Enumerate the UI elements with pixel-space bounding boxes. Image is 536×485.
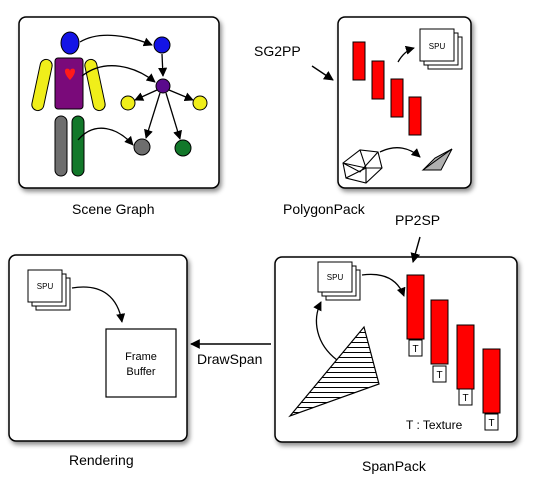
arm-node-right bbox=[192, 95, 208, 111]
mapping-arrow bbox=[313, 301, 338, 361]
sg2pp-label: SG2PP bbox=[252, 43, 303, 59]
leg-node-left bbox=[133, 138, 151, 156]
human-figure bbox=[31, 31, 106, 177]
body-node bbox=[155, 78, 171, 94]
mapping-arrow bbox=[71, 286, 126, 323]
head-node bbox=[60, 31, 80, 55]
right-leg-node bbox=[71, 115, 85, 177]
mapping-arrow bbox=[79, 34, 153, 47]
polygon-block bbox=[408, 96, 422, 136]
tree-edge bbox=[165, 92, 182, 140]
polygon-block bbox=[371, 60, 385, 100]
polygon-pack-caption: PolygonPack bbox=[283, 201, 365, 217]
mapping-arrow bbox=[361, 273, 406, 297]
drawspan-label: DrawSpan bbox=[195, 351, 265, 367]
mapping-arrow bbox=[81, 65, 156, 83]
right-arm-node bbox=[84, 58, 106, 112]
texture-marker: T bbox=[488, 418, 494, 429]
polygon-block bbox=[390, 78, 404, 118]
spu-stack bbox=[419, 28, 463, 70]
rendering-caption: Rendering bbox=[69, 452, 134, 468]
hatched-triangle bbox=[288, 325, 380, 418]
texture-marker: T bbox=[412, 344, 418, 355]
sg2pp-arrow bbox=[311, 65, 334, 81]
spu-stack bbox=[317, 261, 361, 301]
scene-graph-panel bbox=[18, 16, 220, 189]
root-node bbox=[153, 36, 171, 54]
texture-marker: T bbox=[436, 370, 442, 381]
tree-edge bbox=[144, 92, 161, 139]
tree-edge bbox=[158, 53, 168, 77]
leg-node-right bbox=[174, 139, 192, 157]
texture-marker: T bbox=[462, 393, 468, 404]
mapping-arrow bbox=[379, 147, 421, 158]
span-column bbox=[406, 274, 425, 357]
polygon-pack-panel bbox=[337, 16, 472, 189]
mapping-arrow bbox=[397, 45, 415, 63]
polygon-block bbox=[352, 41, 366, 81]
scene-graph-caption: Scene Graph bbox=[72, 201, 155, 217]
spu-stack bbox=[27, 269, 71, 311]
pp2sp-label: PP2SP bbox=[393, 212, 443, 228]
left-arm-node bbox=[31, 58, 53, 112]
arm-node-left bbox=[120, 95, 136, 111]
texture-legend: T : Texture bbox=[406, 418, 463, 432]
frame-buffer-label-line2: Buffer bbox=[126, 366, 155, 378]
tree-edge bbox=[168, 89, 194, 102]
spu-label: SPU bbox=[327, 273, 344, 282]
spu-label: SPU bbox=[429, 42, 446, 51]
wireframe-model bbox=[342, 149, 383, 184]
frame-buffer-label-line1: Frame bbox=[125, 351, 157, 363]
span-column bbox=[482, 348, 501, 431]
tree-edge bbox=[134, 89, 158, 101]
spu-label: SPU bbox=[37, 282, 54, 291]
heart-icon bbox=[65, 68, 75, 80]
span-column bbox=[430, 299, 449, 383]
pp2sp-arrow bbox=[410, 236, 421, 263]
span-column bbox=[456, 324, 475, 406]
frame-buffer-box bbox=[105, 328, 177, 398]
rendering-panel bbox=[8, 254, 188, 442]
torso-node bbox=[54, 57, 84, 110]
mapping-arrow bbox=[77, 127, 134, 146]
span-pack-caption: SpanPack bbox=[362, 458, 426, 474]
left-leg-node bbox=[54, 115, 68, 177]
span-pack-panel bbox=[274, 256, 518, 443]
